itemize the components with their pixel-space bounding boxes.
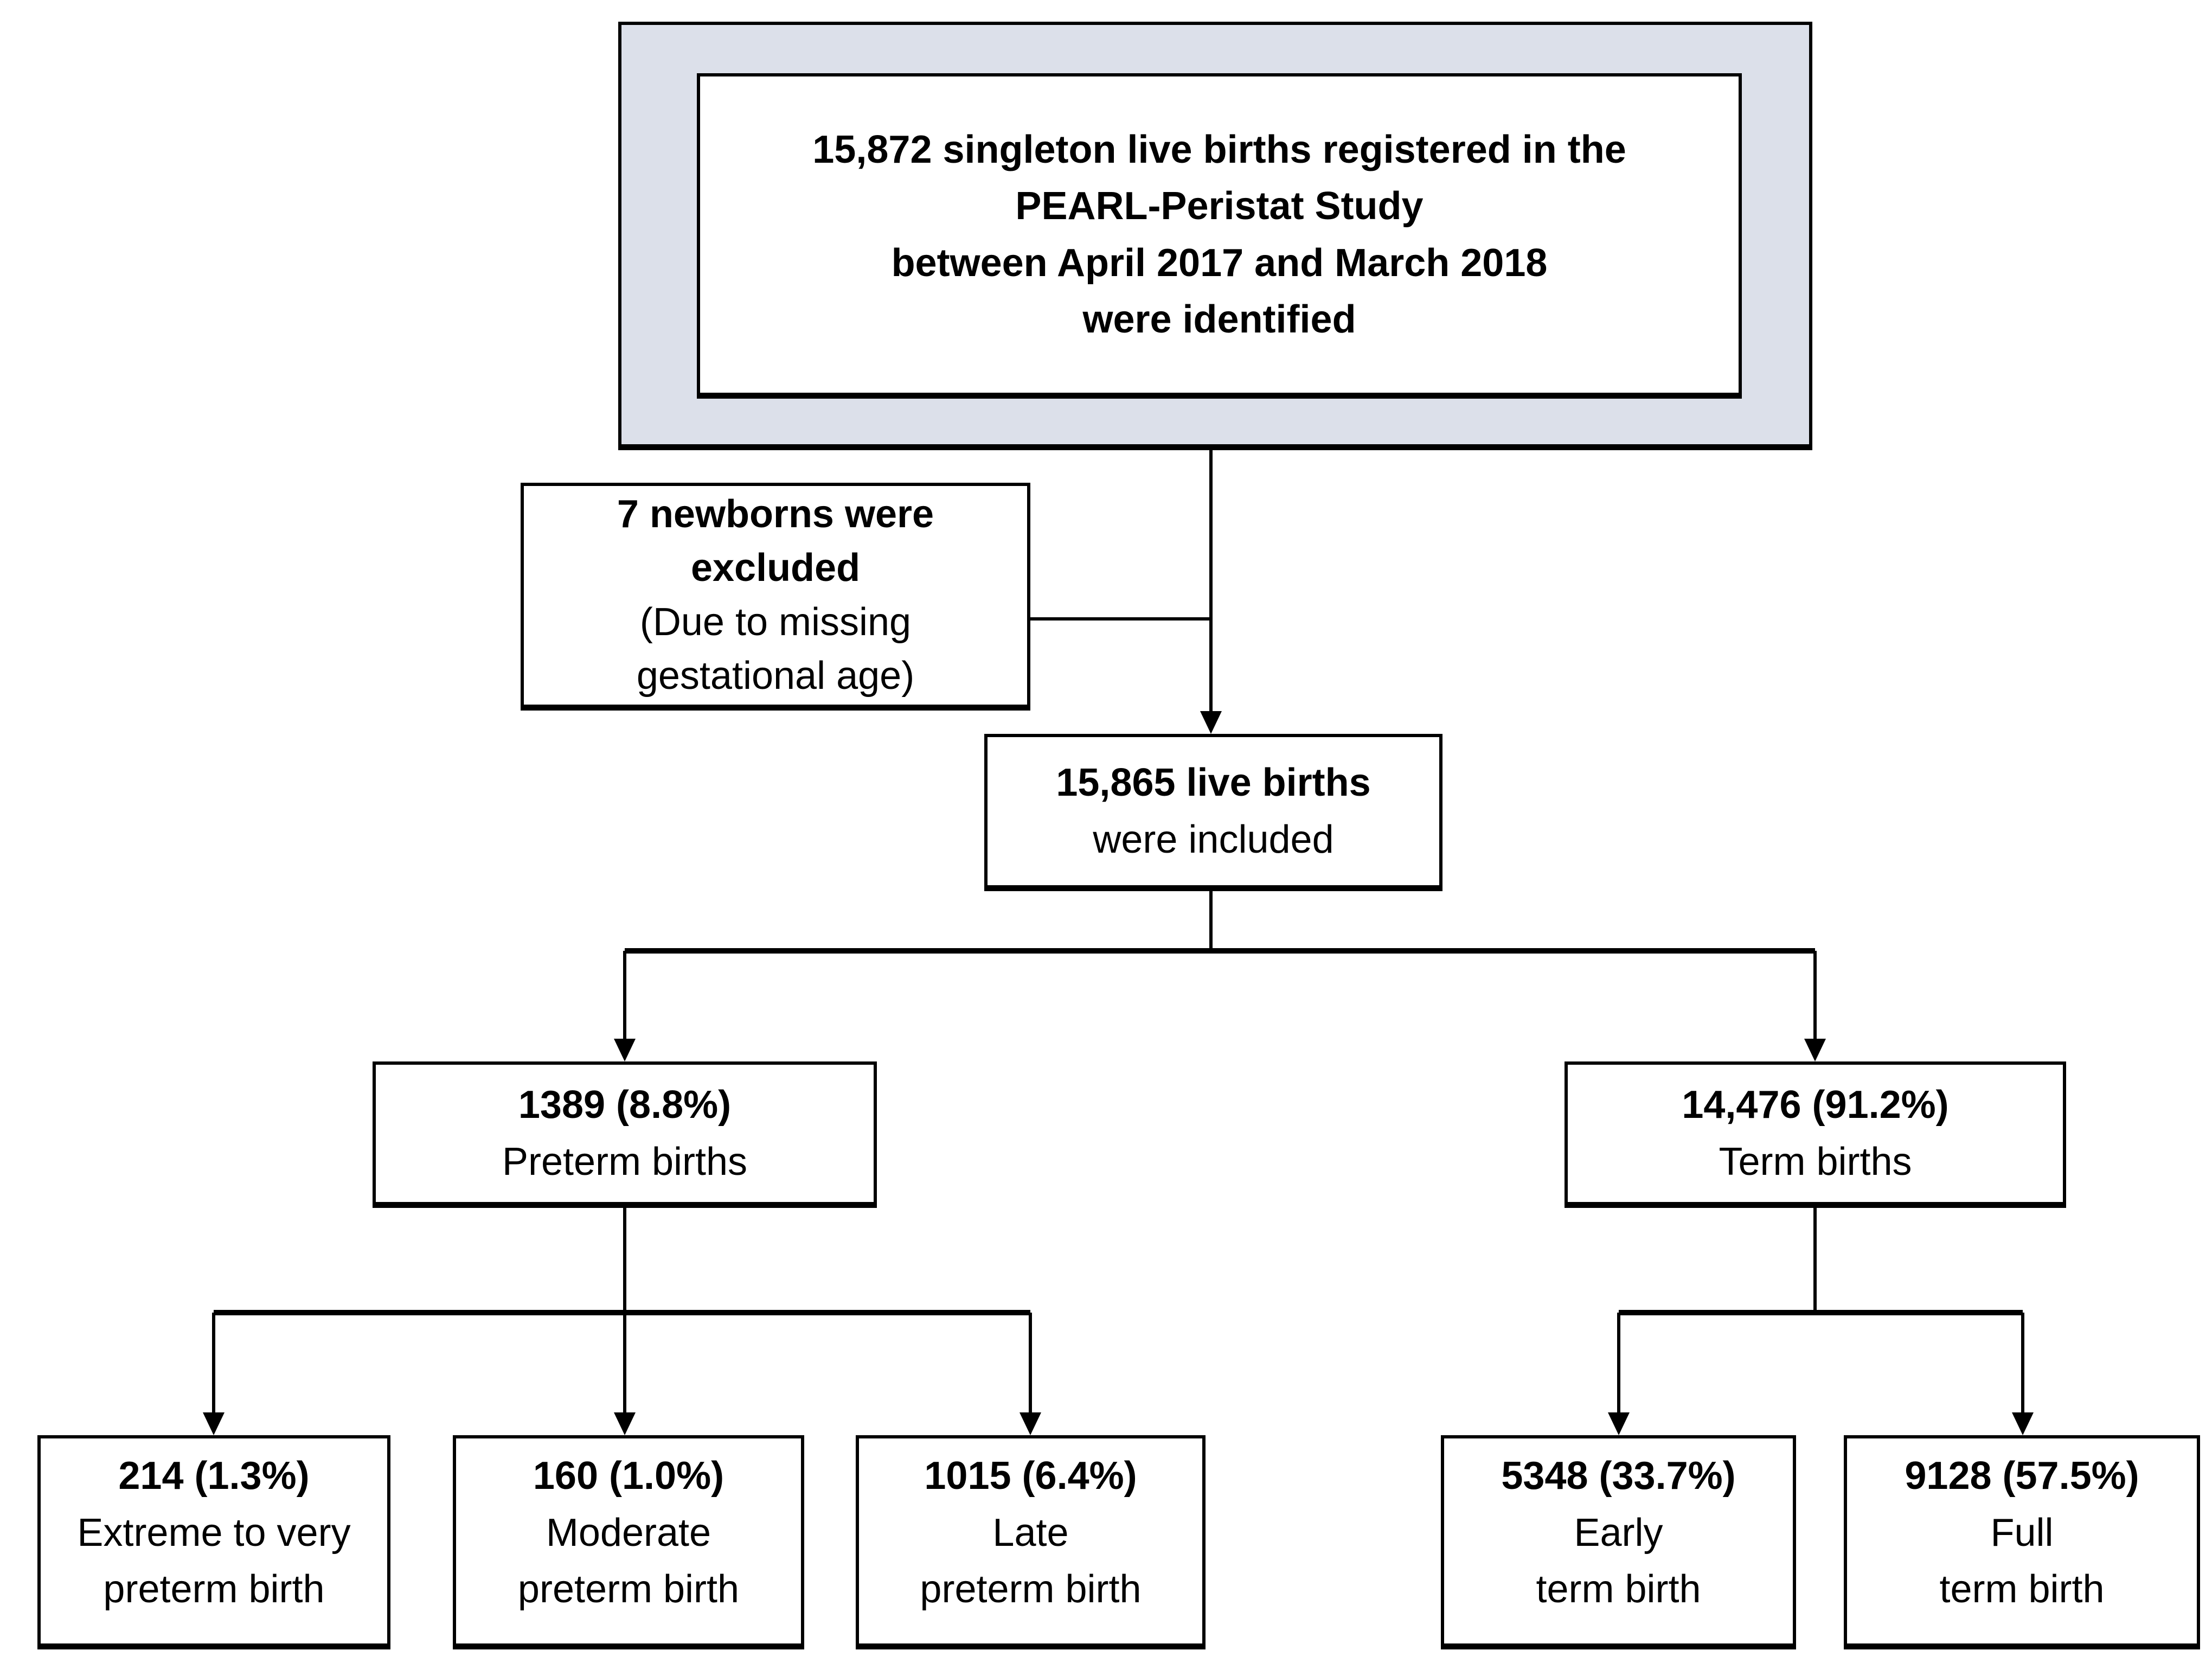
- arrowhead-late-preterm: [1020, 1412, 1041, 1435]
- identified-line3: between April 2017 and March 2018: [891, 241, 1548, 285]
- arrowhead-term: [1804, 1039, 1826, 1061]
- arrowhead-included: [1200, 711, 1222, 734]
- identified-count: 15,872: [812, 127, 932, 171]
- included-line1: 15,865 live births: [1056, 761, 1371, 805]
- leaf-value: 9128 (57.5%): [1905, 1454, 2139, 1498]
- branch-term-leaves: [1619, 1310, 2023, 1315]
- leaf-label-line1: Extreme to very: [77, 1511, 351, 1555]
- connector-to-moderate-preterm: [623, 1313, 626, 1412]
- included-box: 15,865 live births were included: [984, 734, 1442, 891]
- branch-preterm-term: [625, 948, 1815, 954]
- leaf-label-line2: preterm birth: [517, 1568, 740, 1611]
- leaf-box-extreme-preterm: 214 (1.3%) Extreme to very preterm birth: [37, 1435, 390, 1649]
- preterm-label: Preterm births: [502, 1140, 748, 1184]
- included-line2: were included: [1093, 817, 1334, 861]
- connector-to-full-term: [2021, 1313, 2024, 1412]
- arrowhead-extreme-preterm: [203, 1412, 225, 1435]
- identified-box: 15,872 singleton live births registered …: [697, 73, 1742, 399]
- connector-to-preterm: [623, 951, 626, 1039]
- leaf-label-line1: Moderate: [546, 1511, 711, 1555]
- leaf-label-line1: Late: [992, 1511, 1069, 1555]
- leaf-label-line2: preterm birth: [103, 1568, 325, 1611]
- leaf-label-line1: Early: [1574, 1511, 1663, 1555]
- identified-line1: 15,872 singleton live births registered …: [812, 121, 1626, 178]
- connector-preterm-down: [623, 1208, 626, 1313]
- arrowhead-full-term: [2012, 1412, 2034, 1435]
- connector-included-down: [1209, 891, 1213, 954]
- connector-to-early-term: [1617, 1313, 1620, 1412]
- term-value: 14,476 (91.2%): [1682, 1083, 1949, 1127]
- connector-to-extreme-preterm: [212, 1313, 215, 1412]
- excluded-line4: gestational age): [636, 654, 915, 698]
- leaf-label-line2: preterm birth: [920, 1568, 1142, 1611]
- branch-preterm-leaves: [214, 1310, 1030, 1315]
- excluded-box: 7 newborns were excluded (Due to missing…: [521, 483, 1030, 711]
- leaf-box-late-preterm: 1015 (6.4%) Late preterm birth: [856, 1435, 1206, 1649]
- leaf-value: 160 (1.0%): [533, 1454, 724, 1498]
- connector-term-down: [1813, 1208, 1817, 1313]
- leaf-label-line1: Full: [1990, 1511, 2054, 1555]
- arrowhead-preterm: [614, 1039, 636, 1061]
- connector-to-late-preterm: [1029, 1313, 1032, 1412]
- leaf-box-early-term: 5348 (33.7%) Early term birth: [1441, 1435, 1796, 1649]
- leaf-label-line2: term birth: [1536, 1568, 1701, 1611]
- leaf-value: 1015 (6.4%): [924, 1454, 1137, 1498]
- preterm-box: 1389 (8.8%) Preterm births: [373, 1061, 877, 1208]
- connector-to-term: [1813, 951, 1817, 1039]
- excluded-line1: 7 newborns were: [617, 492, 934, 536]
- arrowhead-moderate-preterm: [614, 1412, 636, 1435]
- leaf-box-full-term: 9128 (57.5%) Full term birth: [1844, 1435, 2200, 1649]
- excluded-line3: (Due to missing: [639, 600, 912, 644]
- leaf-label-line2: term birth: [1939, 1568, 2105, 1611]
- leaf-value: 5348 (33.7%): [1501, 1454, 1736, 1498]
- arrowhead-early-term: [1608, 1412, 1630, 1435]
- connector-excluded-elbow: [1030, 617, 1213, 621]
- excluded-line2: excluded: [690, 546, 861, 590]
- connector-identified-to-included: [1209, 450, 1213, 711]
- term-label: Term births: [1719, 1140, 1912, 1184]
- leaf-value: 214 (1.3%): [118, 1454, 310, 1498]
- preterm-value: 1389 (8.8%): [518, 1083, 732, 1127]
- identified-line2: PEARL-Peristat Study: [1015, 184, 1424, 228]
- identified-line4: were identified: [1082, 297, 1356, 341]
- leaf-box-moderate-preterm: 160 (1.0%) Moderate preterm birth: [453, 1435, 804, 1649]
- term-box: 14,476 (91.2%) Term births: [1565, 1061, 2066, 1208]
- identified-line1-rest: singleton live births registered in the: [932, 127, 1626, 171]
